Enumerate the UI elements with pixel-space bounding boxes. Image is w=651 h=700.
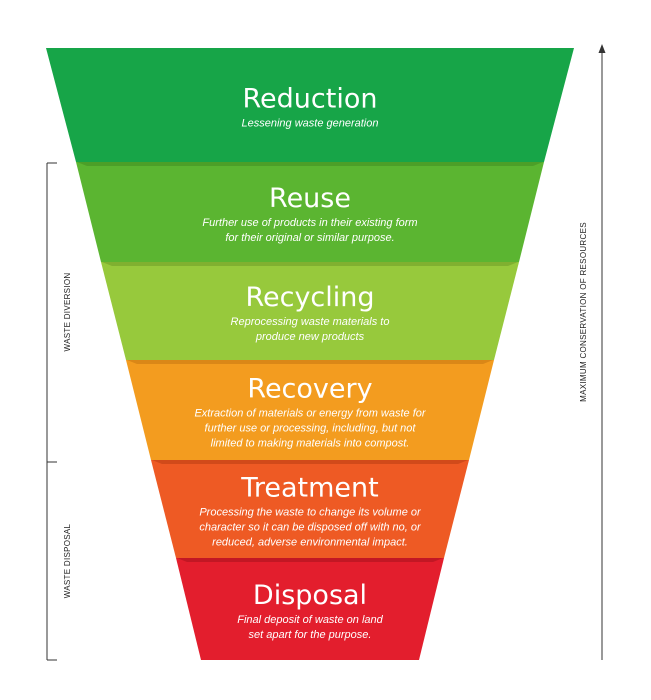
tier-band — [76, 162, 544, 262]
arrow-up-icon — [598, 44, 606, 53]
waste-diversion-label: WASTE DIVERSION — [63, 273, 72, 352]
tier-description-line: further use or processing, including, bu… — [205, 423, 417, 435]
tier-fold-shadow — [127, 360, 493, 364]
tier-description-line: Reprocessing waste materials to — [231, 316, 390, 328]
tier-description-line: produce new products — [255, 331, 365, 343]
tier-description-line: reduced, adverse environmental impact. — [212, 537, 408, 549]
tier-band — [176, 558, 444, 660]
tier-description-line: Processing the waste to change its volum… — [199, 507, 422, 519]
tier-band — [46, 48, 574, 162]
tier-description-line: Lessening waste generation — [242, 118, 379, 130]
tier-fold-shadow — [102, 262, 518, 266]
conservation-arrow: MAXIMUM CONSERVATION OF RESOURCES — [579, 44, 606, 660]
tier-description-line: Further use of products in their existin… — [202, 217, 417, 229]
tier-title: Recycling — [245, 282, 374, 313]
tier-title: Reuse — [269, 183, 351, 214]
tier-title: Treatment — [240, 473, 378, 504]
tier-description-line: Extraction of materials or energy from w… — [194, 408, 426, 420]
tier-title: Reduction — [243, 84, 378, 115]
tier-description-line: Final deposit of waste on land — [237, 614, 383, 626]
tier-title: Disposal — [253, 580, 367, 611]
tier-fold-shadow — [152, 460, 468, 464]
tier-description-line: character so it can be disposed off with… — [199, 522, 422, 534]
tier-fold-shadow — [77, 162, 543, 166]
tier-description-line: set apart for the purpose. — [249, 629, 372, 641]
tier-band — [101, 262, 519, 360]
waste-diversion-bracket: WASTE DIVERSION — [46, 162, 72, 463]
tier-title: Recovery — [247, 374, 372, 405]
waste-disposal-label: WASTE DISPOSAL — [63, 523, 72, 598]
waste-disposal-bracket: WASTE DISPOSAL — [46, 462, 72, 661]
tier-band — [126, 360, 494, 460]
tier-description-line: for their original or similar purpose. — [225, 232, 394, 244]
tier-fold-shadow — [177, 558, 443, 562]
tier-description-line: limited to making materials into compost… — [211, 438, 410, 450]
conservation-label: MAXIMUM CONSERVATION OF RESOURCES — [579, 222, 588, 402]
tier-band — [151, 460, 469, 558]
